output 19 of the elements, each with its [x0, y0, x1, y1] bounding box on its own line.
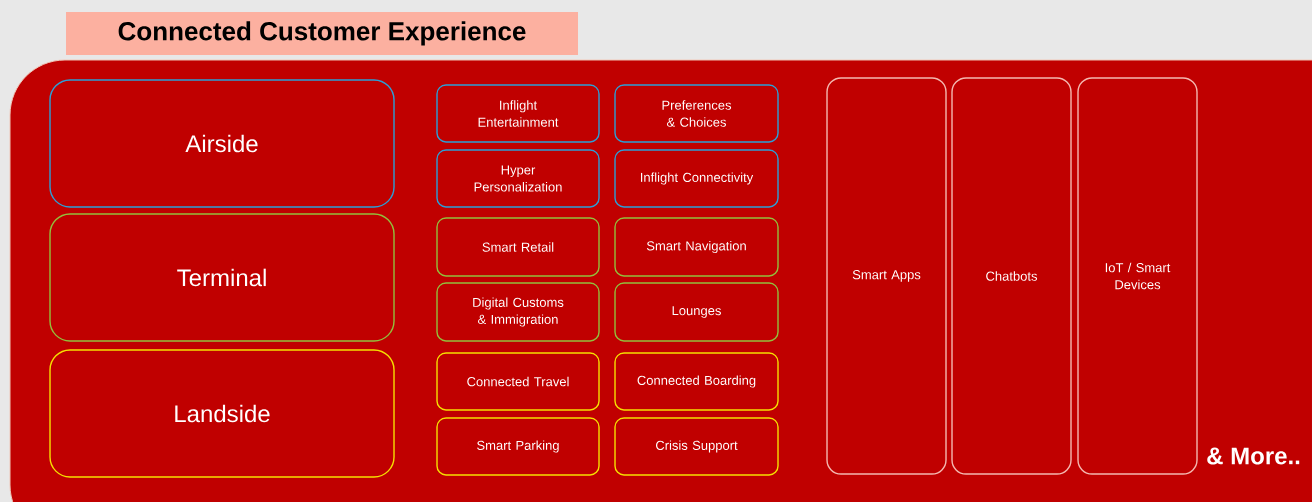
title-banner: Connected Customer Experience: [66, 12, 578, 55]
service-box: Hyper Personalization: [436, 149, 600, 208]
zone-box: Terminal: [49, 213, 395, 342]
service-box: Connected Travel: [436, 352, 600, 411]
channel-box: IoT / Smart Devices: [1077, 77, 1198, 475]
zone-box: Landside: [49, 349, 395, 478]
service-box: Inflight Connectivity: [614, 149, 779, 208]
service-box: Smart Retail: [436, 217, 600, 277]
channel-box: Chatbots: [951, 77, 1072, 475]
zone-box: Airside: [49, 79, 395, 208]
service-box: Digital Customs & Immigration: [436, 282, 600, 342]
channel-box: Smart Apps: [826, 77, 947, 475]
service-box: Preferences & Choices: [614, 84, 779, 143]
service-box: Lounges: [614, 282, 779, 342]
service-box: Connected Boarding: [614, 352, 779, 411]
service-box: Smart Navigation: [614, 217, 779, 277]
service-box: Smart Parking: [436, 417, 600, 476]
service-box: Inflight Entertainment: [436, 84, 600, 143]
service-box: Crisis Support: [614, 417, 779, 476]
